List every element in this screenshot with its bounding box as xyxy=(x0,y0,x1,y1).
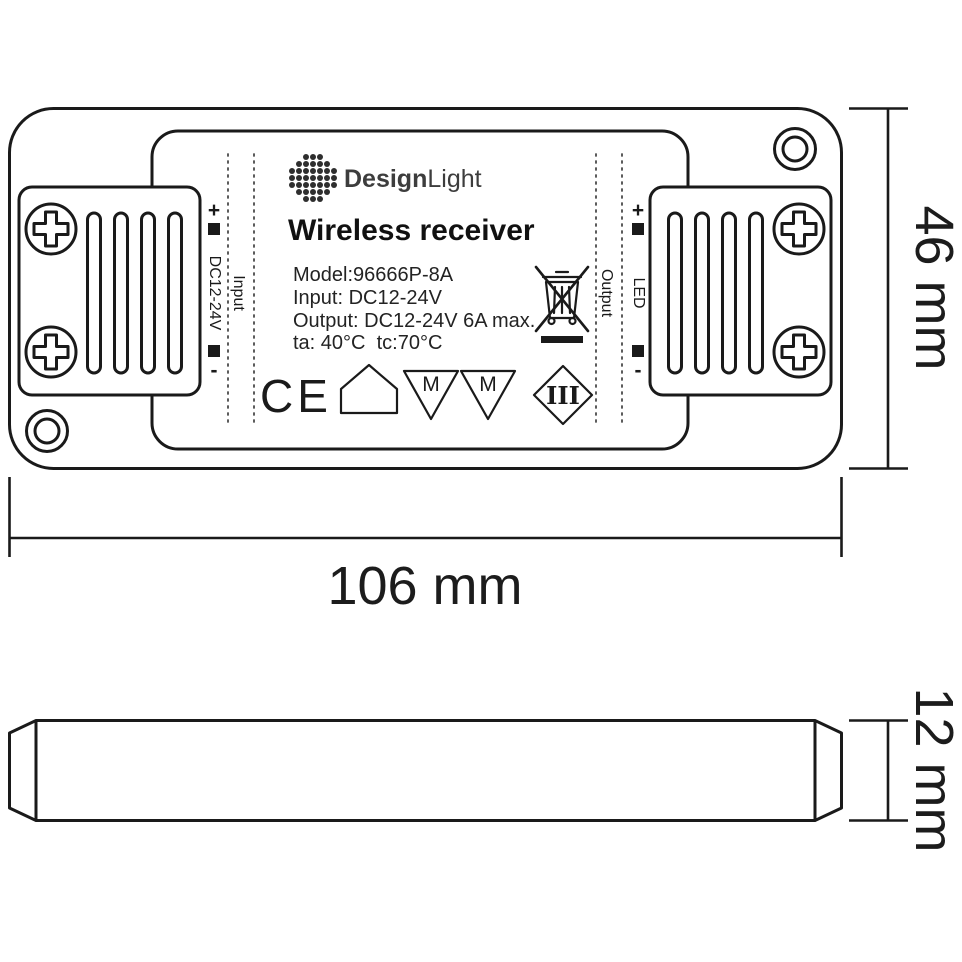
left-terminal-labels: + DC12-24V - Input xyxy=(206,199,247,382)
m-label-1: M xyxy=(422,373,440,396)
spec-input: Input: DC12-24V xyxy=(293,287,443,309)
brand-name: DesignLight xyxy=(344,165,482,193)
left-plus-label: + xyxy=(208,199,220,222)
left-voltage-label: DC12-24V xyxy=(206,256,223,331)
mounting-hole-bottom-left xyxy=(25,409,69,453)
input-label: Input xyxy=(230,275,247,311)
output-label: Output xyxy=(598,269,615,318)
mounting-hole-top-right xyxy=(773,127,817,171)
m-triangle-icon-2: M xyxy=(459,369,517,421)
screw-icon xyxy=(772,202,826,256)
device-body-outline xyxy=(8,107,843,470)
brand-name-light: Light xyxy=(427,165,481,193)
weee-bar xyxy=(541,336,583,343)
side-view xyxy=(8,719,843,822)
m-triangle-icon-1: M xyxy=(402,369,460,421)
top-view: + DC12-24V - Input Output + LED - xyxy=(8,107,843,470)
ce-marking: CE xyxy=(260,370,332,422)
side-profile-outline xyxy=(8,719,843,822)
left-plus-square xyxy=(208,223,220,235)
dimension-width: 106 mm xyxy=(8,477,843,616)
right-minus-label: - xyxy=(635,359,642,382)
dimension-height-label: 46 mm xyxy=(904,205,962,370)
dimension-depth-label: 12 mm xyxy=(904,687,962,852)
dimension-height: 46 mm xyxy=(849,107,962,470)
brand-name-bold: Design xyxy=(344,165,427,193)
led-label: LED xyxy=(630,277,647,308)
right-plus-square xyxy=(632,223,644,235)
m-label-2: M xyxy=(479,373,497,396)
class-iii-label: III xyxy=(546,381,580,410)
dimension-width-label: 106 mm xyxy=(327,556,522,616)
class-iii-diamond-icon: III xyxy=(532,364,594,426)
side-profile-end-caps xyxy=(34,720,817,821)
right-plus-label: + xyxy=(632,199,644,222)
certification-row: CE M M III xyxy=(260,363,594,426)
screw-icon xyxy=(24,202,78,256)
screw-icon xyxy=(772,325,826,379)
right-terminal-labels: Output + LED - xyxy=(598,199,647,382)
brand-logo: DesignLight xyxy=(289,154,482,202)
left-minus-label: - xyxy=(211,359,218,382)
spec-model: Model:96666P-8A xyxy=(293,264,454,286)
weee-crossed-bin-icon xyxy=(534,265,590,343)
spec-block: Model:96666P-8A Input: DC12-24V Output: … xyxy=(293,264,535,354)
spec-output: Output: DC12-24V 6A max. xyxy=(293,310,535,332)
right-minus-square xyxy=(632,345,644,357)
screw-icon xyxy=(24,325,78,379)
dimension-depth: 12 mm xyxy=(849,687,962,853)
brand-logo-dots xyxy=(289,154,337,202)
left-minus-square xyxy=(208,345,220,357)
left-terminal-block xyxy=(17,185,202,397)
right-terminal-block xyxy=(648,185,833,397)
spec-temperature: ta: 40°C tc:70°C xyxy=(293,332,442,354)
indoor-use-house-icon xyxy=(339,363,399,415)
product-title: Wireless receiver xyxy=(288,214,535,247)
